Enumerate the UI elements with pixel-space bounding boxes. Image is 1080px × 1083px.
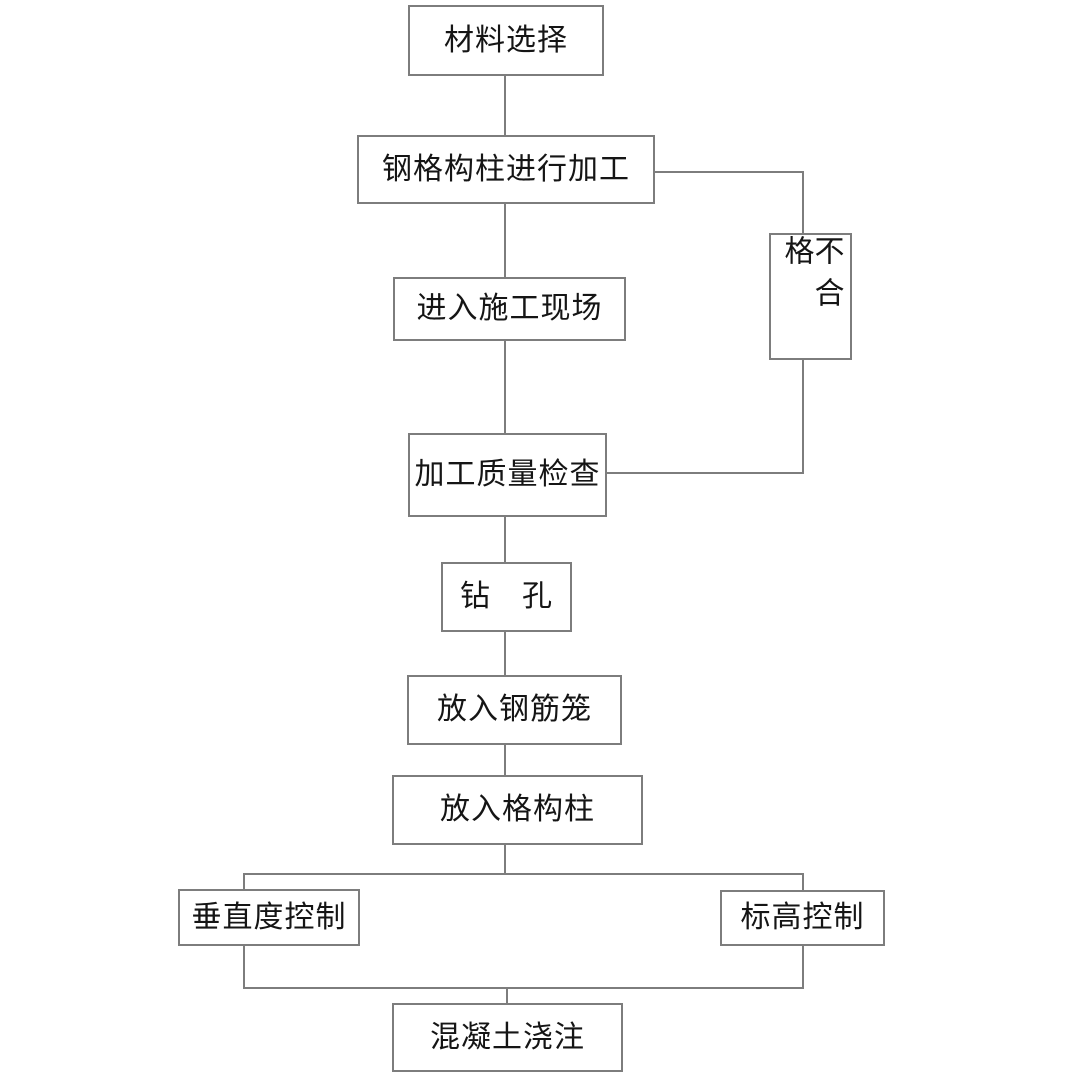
node-material-selection-label: 材料选择	[444, 23, 568, 57]
node-verticality-control-label: 垂直度控制	[191, 900, 347, 934]
branch-right-lower-line	[802, 945, 804, 989]
branch-bottom-horizontal-line	[243, 987, 804, 989]
node-place-rebar-cage: 放入钢筋笼	[407, 675, 622, 745]
node-place-rebar-cage-label: 放入钢筋笼	[437, 693, 592, 726]
node-enter-construction-site-label: 进入施工现场	[416, 292, 603, 325]
node-elevation-control: 标高控制	[720, 890, 885, 946]
branch-left-upper-line	[243, 873, 245, 890]
node-place-lattice-column-label: 放入格构柱	[440, 793, 595, 826]
node-processing-quality-inspection: 加工质量检查	[408, 433, 607, 517]
connector-enter-site-to-quality-check	[504, 340, 506, 434]
node-verticality-control: 垂直度控制	[178, 889, 360, 946]
connector-processing-to-enter-site	[504, 203, 506, 278]
connector-quality-check-to-drilling	[504, 516, 506, 563]
node-unqualified: 不合格	[769, 233, 852, 360]
connector-drilling-to-rebar-cage	[504, 631, 506, 676]
loop-processing-to-unqualified-horizontal	[655, 171, 804, 173]
branch-right-upper-line	[802, 873, 804, 891]
loop-unqualified-to-quality-horizontal	[607, 472, 804, 474]
node-unqualified-label: 不合格	[779, 235, 843, 319]
node-elevation-control-label: 标高控制	[740, 901, 865, 934]
branch-left-lower-line	[243, 945, 245, 989]
node-steel-lattice-column-processing: 钢格构柱进行加工	[357, 135, 655, 204]
connector-branch-to-concrete	[506, 987, 508, 1004]
node-drilling-label: 钻 孔	[460, 580, 553, 613]
node-material-selection: 材料选择	[408, 5, 604, 76]
node-enter-construction-site: 进入施工现场	[393, 277, 626, 341]
branch-top-horizontal-line	[243, 873, 804, 875]
loop-unqualified-upper-vertical	[802, 171, 804, 234]
node-concrete-pouring: 混凝土浇注	[392, 1003, 623, 1072]
node-processing-quality-inspection-label: 加工质量检查	[414, 458, 601, 491]
node-drilling: 钻 孔	[441, 562, 572, 632]
connector-rebar-cage-to-lattice-column	[504, 744, 506, 776]
connector-material-to-processing	[504, 76, 506, 136]
loop-unqualified-lower-vertical	[802, 359, 804, 474]
connector-lattice-column-to-branch	[504, 844, 506, 875]
node-steel-lattice-column-processing-label: 钢格构柱进行加工	[382, 152, 630, 186]
node-concrete-pouring-label: 混凝土浇注	[430, 1020, 585, 1054]
node-place-lattice-column: 放入格构柱	[392, 775, 643, 845]
